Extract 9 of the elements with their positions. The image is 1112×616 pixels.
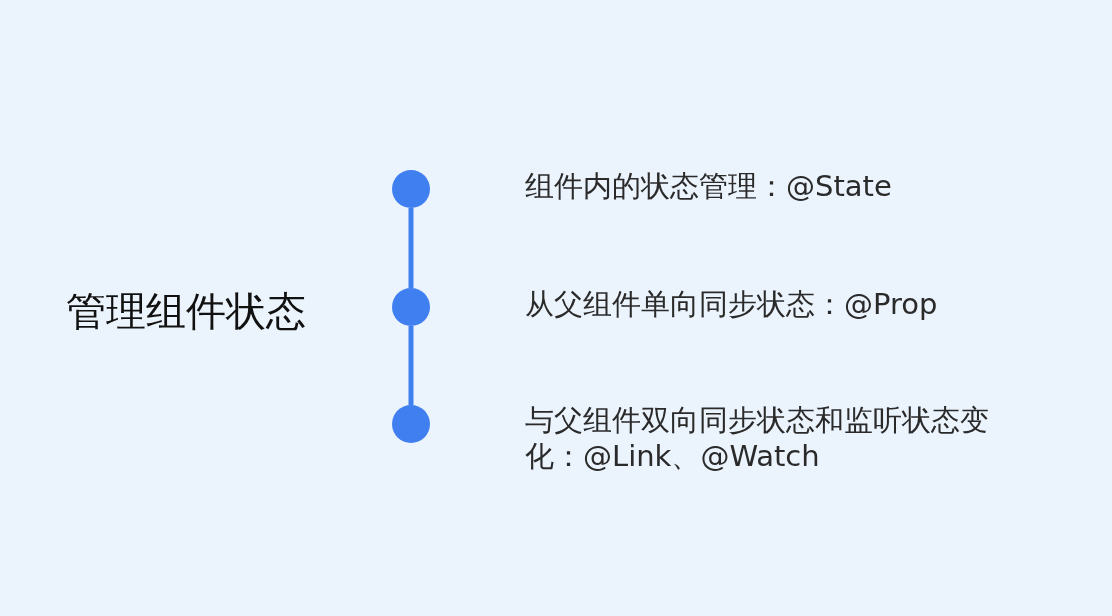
item-text: 与父组件双向同步状态和监听状态变化：@Link、@Watch — [525, 402, 990, 475]
timeline-dot — [392, 170, 430, 208]
connector-line — [408, 208, 414, 288]
timeline-dot — [392, 288, 430, 326]
timeline-dot — [392, 405, 430, 443]
item-text: 组件内的状态管理：@State — [525, 168, 893, 205]
heading-text: 管理组件状态 — [66, 287, 306, 336]
item-text: 从父组件单向同步状态：@Prop — [525, 286, 939, 323]
connector-line — [408, 326, 414, 405]
